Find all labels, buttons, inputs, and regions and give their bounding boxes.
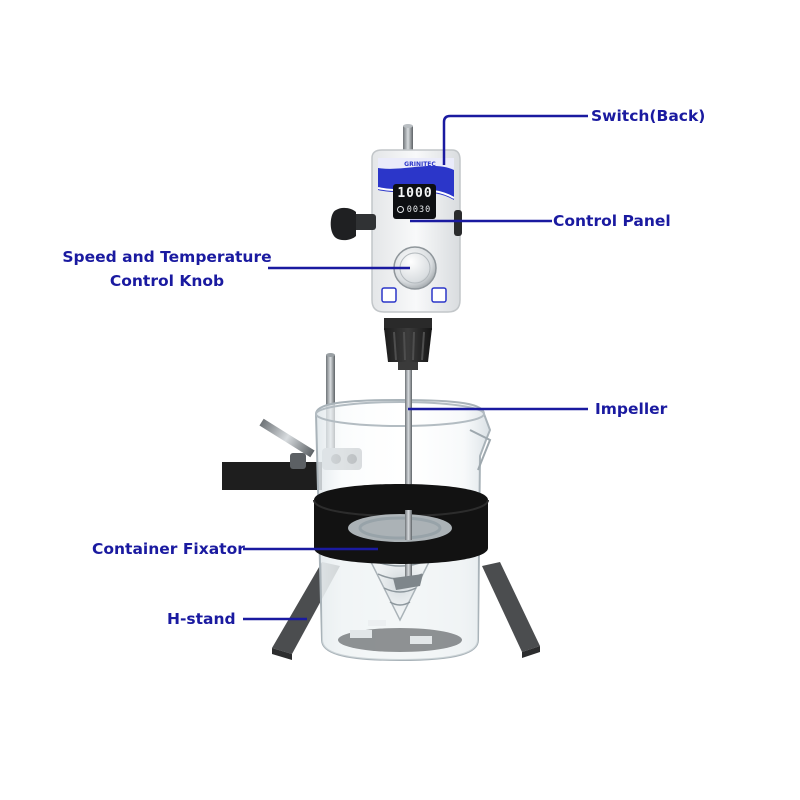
- label-h-stand: H-stand: [167, 610, 236, 628]
- label-container-fixator: Container Fixator: [92, 540, 245, 558]
- container-fixator-band: [313, 484, 489, 564]
- time-display: 0030: [406, 205, 432, 215]
- top-rod: [403, 124, 413, 156]
- label-impeller: Impeller: [595, 400, 668, 418]
- impeller-shaft: [393, 360, 423, 590]
- leader-lines: [243, 114, 588, 621]
- label-speed-knob-line1: Speed and Temperature: [62, 248, 272, 266]
- stirrer-body: [330, 149, 462, 313]
- label-control-panel: Control Panel: [553, 212, 671, 230]
- speed-display: 1000: [397, 186, 433, 201]
- chuck: [384, 318, 432, 370]
- brand-logo: GRINITEC: [404, 161, 436, 168]
- label-speed-temperature-knob: Speed and Temperature Control Knob: [60, 246, 274, 292]
- leader-line-switch: [442, 114, 588, 165]
- label-speed-knob-line2: Control Knob: [109, 272, 225, 290]
- label-switch-back: Switch(Back): [591, 107, 706, 125]
- clock-icon: [397, 206, 404, 213]
